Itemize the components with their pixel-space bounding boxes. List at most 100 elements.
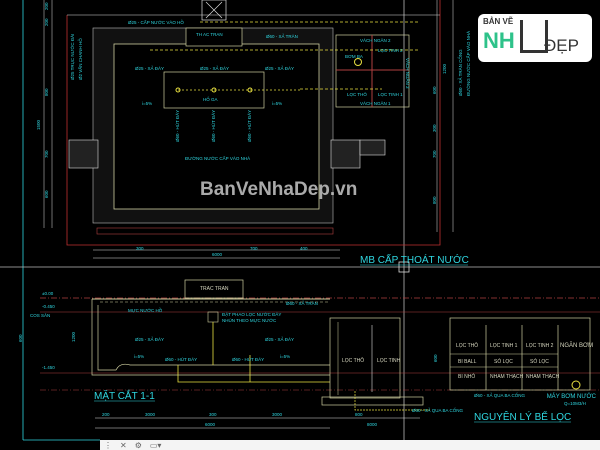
plan-label: Ø25 - XẢ ĐÁY (200, 65, 229, 71)
plan-label: BƠM BA (345, 54, 363, 59)
svg-text:800: 800 (355, 412, 363, 417)
plan-label: VÁCH NGĂN 1 (360, 100, 391, 106)
section-label: i=5% (280, 354, 290, 359)
plan-dimensions: 200 200 800 1500 6000 700 600 300 1200 6… (36, 2, 447, 257)
svg-text:8000: 8000 (367, 422, 378, 427)
plan-label: Ø60 - HÚT ĐÁY (246, 110, 252, 142)
principle-note: Ø60 - XẢ QUA BA CỐNG (474, 392, 526, 398)
svg-text:200: 200 (102, 412, 110, 417)
section-label: Ø60 - XẢ TRÀN (286, 300, 318, 306)
section-label: LỌC THÔ (342, 357, 364, 364)
plan-label: HỐ GA (203, 96, 218, 102)
svg-text:6000: 6000 (212, 252, 223, 257)
section-label: NHÚN THEO MỰC NƯỚC (222, 317, 277, 323)
svg-text:200: 200 (44, 2, 49, 10)
plan-label: Ø60 - HÚT ĐÁY (174, 110, 180, 142)
plan-label: ĐƯỜNG NƯỚC CẤP VÀO NHÀ (185, 155, 250, 161)
plan-label: LỌC THÔ (347, 91, 367, 97)
plan-label: ĐƯỜNG NƯỚC CẤP VÀO NHÀ (465, 31, 471, 96)
watermark: BanVeNhaDep.vn (200, 179, 357, 200)
section-title: MẶT CẮT 1-1 (94, 389, 155, 402)
svg-text:800: 800 (44, 88, 49, 96)
svg-text:300: 300 (136, 246, 144, 251)
section-label: Ø25 - XẢ ĐÁY (135, 336, 164, 342)
section-label: MỰC NƯỚC HỒ (128, 307, 163, 313)
command-line-bar[interactable]: ⋮ ✕ ⚙ ▭▾ (100, 440, 600, 450)
section-label: Ø60 - HÚT ĐÁY (232, 356, 264, 362)
principle-cell: NHAM THẠCH (490, 374, 524, 380)
plan-label: Ø60 - XẢ TRÀN CỐNG (457, 49, 463, 96)
principle-cell: NHAM THẠCH (526, 374, 560, 380)
principle-header: LỌC TINH 2 (526, 343, 554, 349)
plan-view: Ø25 - CẤP NƯỚC VÀO HỒ TH AC TRAN Ø60 - X… (36, 0, 471, 266)
principle-title: NGUYÊN LÝ BỂ LỌC (474, 410, 571, 423)
wrench-icon[interactable]: ⚙ (134, 440, 142, 450)
svg-text:3000: 3000 (145, 412, 156, 417)
plan-title: MB CẤP THOÁT NƯỚC (360, 253, 469, 266)
level-mark: -0.450 (42, 304, 55, 309)
logo-line2: NH (483, 28, 515, 53)
svg-text:200: 200 (44, 18, 49, 26)
column-hatch (359, 139, 386, 156)
column-hatch (330, 139, 361, 169)
plan-label: Ø25 TRỤC NƯỚC ĐÀI (69, 34, 75, 80)
principle-cell: SỎ LỌC (530, 358, 549, 365)
section-label: Ø60 - XẢ QUA BA CỐNG (412, 407, 464, 413)
plan-label: i=5% (272, 101, 282, 106)
principle-header: LỌC THÔ (456, 342, 478, 349)
plan-label: Ø60 - HÚT ĐÁY (210, 110, 216, 142)
principle-header: NGĂN BƠM (560, 342, 593, 349)
principle-cell: BI NHỎ (458, 373, 475, 380)
svg-text:1200: 1200 (71, 331, 76, 342)
plan-label: Ø60 - XẢ TRÀN (266, 33, 298, 39)
principle-header: LỌC TINH 1 (490, 343, 518, 349)
section-label: Ø60 - HÚT ĐÁY (165, 356, 197, 362)
principle-cell: SỎ LỌC (494, 358, 513, 365)
brand-logo: BẢN VẼ NH ĐẸP (478, 14, 592, 62)
plan-label: LỌC TINH 1 (378, 92, 403, 97)
section-label: i=5% (134, 354, 144, 359)
svg-text:6000: 6000 (205, 422, 216, 427)
svg-text:300: 300 (432, 124, 437, 132)
plan-label: Ø2 VẤN CHANH HỒ (77, 38, 83, 80)
close-icon[interactable]: ✕ (120, 440, 127, 450)
logo-line1: BẢN VẼ (483, 17, 514, 26)
filter-principle-diagram: LỌC THÔ LỌC TINH 1 LỌC TINH 2 NGĂN BƠM B… (449, 317, 597, 423)
principle-cell: BI BALL (458, 359, 477, 365)
section-label: TRAC TRAN (200, 286, 229, 292)
house-icon (520, 20, 548, 53)
level-mark: -1.450 (42, 365, 55, 370)
svg-text:1200: 1200 (442, 63, 447, 74)
plan-label: i=5% (142, 101, 152, 106)
section-dimensions: 200 3000 300 3000 800 6000 8000 600 1200… (18, 331, 438, 427)
plan-label: TH AC TRAN (196, 32, 223, 37)
svg-text:600: 600 (433, 354, 438, 362)
plan-label: LỌC TINH 2 (378, 48, 403, 53)
svg-text:400: 400 (300, 246, 308, 251)
plan-label: Ø25 - XẢ ĐÁY (265, 65, 294, 71)
principle-note: Q=10M3/H (564, 401, 586, 406)
level-mark: COS SÂN (30, 312, 50, 318)
section-label: LỌC TINH (377, 358, 401, 364)
svg-text:700: 700 (44, 150, 49, 158)
plan-label: VÁCH NGĂN 2 (360, 37, 391, 43)
plan-label: VÁCH NGĂN 3 (405, 58, 411, 89)
svg-text:600: 600 (44, 190, 49, 198)
level-mark: ±0.00 (42, 291, 54, 296)
logo-line3: ĐẸP (544, 36, 579, 55)
section-label: Ø25 - XẢ ĐÁY (265, 336, 294, 342)
grip-icon[interactable]: ⋮ (104, 440, 112, 450)
column-hatch (68, 139, 99, 169)
svg-text:300: 300 (209, 412, 217, 417)
plan-label: Ø25 - CẤP NƯỚC VÀO HỒ (128, 19, 184, 25)
section-view: TRAC TRAN MỰC NƯỚC HỒ ĐẶT PHAO LỌC NƯỚC … (18, 279, 600, 429)
section-label: ĐẶT PHAO LỌC NƯỚC ĐÂY (222, 311, 281, 317)
svg-text:800: 800 (432, 196, 437, 204)
principle-note: MÁY BƠM NƯỚC (547, 393, 597, 400)
svg-text:3000: 3000 (272, 412, 283, 417)
command-window-icon[interactable]: ▭▾ (149, 440, 162, 450)
svg-text:1500: 1500 (36, 119, 41, 130)
plan-label: Ø25 - XẢ ĐÁY (135, 65, 164, 71)
